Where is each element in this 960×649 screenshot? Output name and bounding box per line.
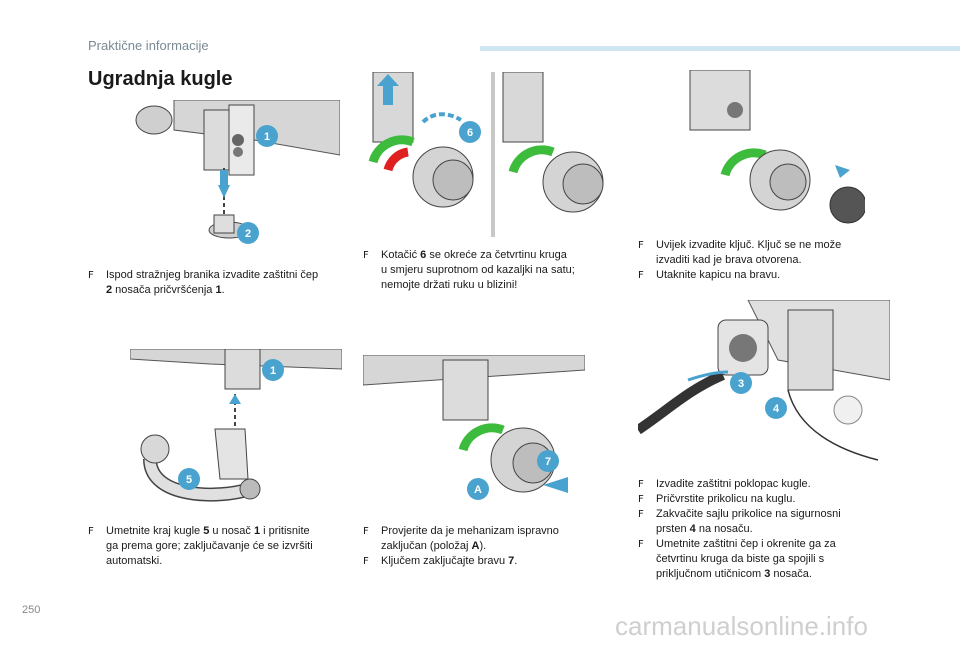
svg-text:A: A bbox=[474, 484, 482, 496]
svg-text:6: 6 bbox=[467, 127, 473, 139]
callout-badge: 6 bbox=[459, 121, 481, 143]
step-text-4: Provjerite da je mehanizam ispravno zakl… bbox=[363, 524, 623, 569]
svg-text:7: 7 bbox=[545, 456, 551, 468]
page-title: Ugradnja kugle bbox=[88, 68, 233, 90]
callout-badge: 2 bbox=[237, 222, 259, 244]
svg-text:2: 2 bbox=[245, 228, 251, 240]
bullet-item: Umetnite zaštitni čep i okrenite ga za č… bbox=[638, 537, 898, 582]
illustration-insert-ball bbox=[130, 349, 342, 514]
callout-badge: 1 bbox=[262, 359, 284, 381]
step-text-3: Kotačić 6 se okreće za četvrtinu kruga u… bbox=[363, 248, 623, 293]
bullet-item: Uvijek izvadite ključ. Ključ se ne može … bbox=[638, 238, 898, 268]
bullet-item: Ključem zaključajte bravu 7. bbox=[363, 554, 623, 569]
illustration-key-cap bbox=[640, 70, 865, 235]
bullet-item: Ispod stražnjeg branika izvadite zaštitn… bbox=[88, 268, 348, 298]
svg-text:1: 1 bbox=[270, 365, 276, 377]
bullet-item: Pričvrstite prikolicu na kuglu. bbox=[638, 492, 898, 507]
section-header: Praktične informacije bbox=[88, 38, 209, 53]
callout-badge: 3 bbox=[730, 372, 752, 394]
bullet-item: Umetnite kraj kugle 5 u nosač 1 i pritis… bbox=[88, 524, 348, 569]
illustration-trailer-hookup bbox=[638, 300, 890, 465]
header-bar bbox=[480, 46, 960, 51]
callout-badge: 7 bbox=[537, 450, 559, 472]
step-text-6: Izvadite zaštitni poklopac kugle. Pričvr… bbox=[638, 477, 898, 582]
step-text-2: Umetnite kraj kugle 5 u nosač 1 i pritis… bbox=[88, 524, 348, 569]
page-number: 250 bbox=[22, 604, 41, 616]
step-text-5: Uvijek izvadite ključ. Ključ se ne može … bbox=[638, 238, 898, 283]
svg-text:5: 5 bbox=[186, 474, 192, 486]
svg-text:4: 4 bbox=[773, 403, 780, 415]
watermark: carmanualsonline.info bbox=[615, 611, 868, 641]
callout-badge: 4 bbox=[765, 397, 787, 419]
callout-badge: 5 bbox=[178, 468, 200, 490]
callout-badge: 1 bbox=[256, 125, 278, 147]
step-text-1: Ispod stražnjeg branika izvadite zaštitn… bbox=[88, 268, 348, 298]
bullet-item: Provjerite da je mehanizam ispravno zakl… bbox=[363, 524, 623, 554]
bullet-item: Zakvačite sajlu prikolice na sigurnosni … bbox=[638, 507, 898, 537]
illustration-remove-cap bbox=[134, 100, 340, 260]
illustration-wheel-turns bbox=[363, 72, 620, 237]
callout-badge: A bbox=[467, 478, 489, 500]
bullet-item: Izvadite zaštitni poklopac kugle. bbox=[638, 477, 898, 492]
bullet-item: Utaknite kapicu na bravu. bbox=[638, 268, 898, 283]
svg-text:1: 1 bbox=[264, 131, 270, 143]
bullet-item: Kotačić 6 se okreće za četvrtinu kruga u… bbox=[363, 248, 623, 293]
svg-text:3: 3 bbox=[738, 378, 744, 390]
